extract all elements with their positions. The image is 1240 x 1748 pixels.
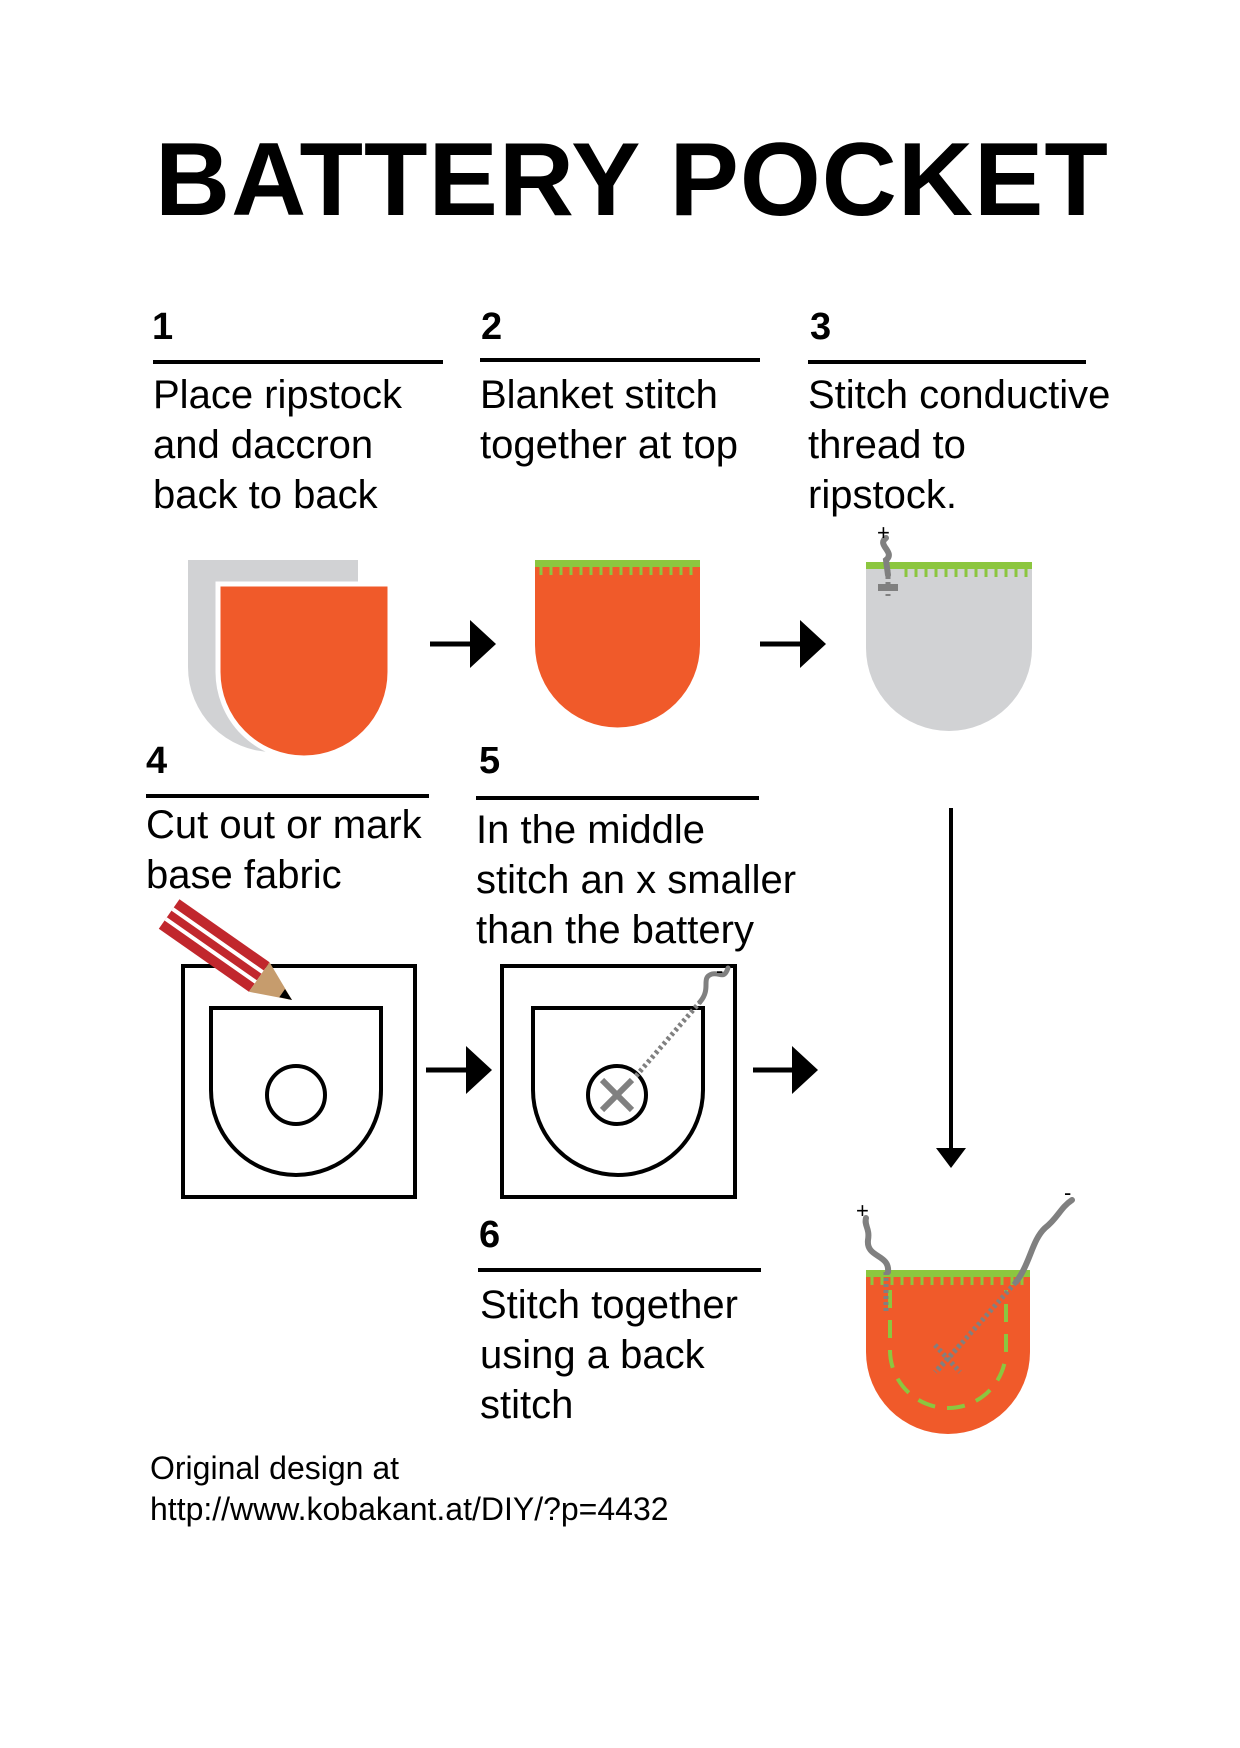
blanket-stitch	[866, 562, 1032, 569]
arrow-right-icon	[426, 1046, 492, 1094]
blanket-stitch-ticks	[904, 569, 1028, 577]
step-5-divider	[476, 796, 759, 800]
step-6-divider	[478, 1268, 761, 1272]
step-4-number: 4	[146, 740, 168, 782]
step-5-text: In the middle stitch an x smaller than t…	[476, 808, 797, 952]
base-fabric-square	[500, 964, 737, 1199]
minus-mark: -	[1064, 1180, 1071, 1205]
step-2-divider	[480, 358, 760, 362]
step-4-divider	[146, 794, 429, 798]
pocket-icon	[209, 1006, 383, 1177]
step-6-number: 6	[479, 1214, 501, 1256]
base-fabric-square	[181, 964, 417, 1199]
blanket-stitch-ticks	[539, 567, 693, 575]
conductive-thread	[634, 1000, 702, 1078]
pocket-icon	[531, 1006, 705, 1177]
footer-line-1: Original design at	[150, 1450, 400, 1486]
pencil-icon	[158, 899, 292, 1000]
step-3-pocket: +	[866, 520, 1032, 731]
step-1-pocket-layers	[188, 560, 393, 761]
footer-url[interactable]: http://www.kobakant.at/DIY/?p=4432	[150, 1491, 669, 1527]
battery-circle	[586, 1064, 648, 1126]
conductive-thread-tail	[697, 965, 731, 1005]
conductive-thread-minus	[1013, 1197, 1075, 1285]
step-3-number: 3	[810, 306, 832, 348]
daccron-pocket	[866, 562, 1032, 731]
page-title: BATTERY POCKET	[155, 122, 1109, 238]
step-4-text: Cut out or mark base fabric	[146, 803, 422, 897]
step-1-number: 1	[152, 306, 174, 348]
step-3-text: Stitch conductive thread to ripstock.	[808, 373, 1111, 517]
ripstock-pocket	[535, 560, 700, 728]
step-3-divider	[808, 360, 1086, 364]
arrow-right-icon	[753, 1046, 818, 1094]
step-5-number: 5	[479, 740, 501, 782]
step-2-text: Blanket stitch together at top	[480, 373, 738, 467]
finished-pocket: + -	[856, 1180, 1075, 1434]
step-2-number: 2	[481, 306, 503, 348]
step-1-text: Place ripstock and daccron back to back	[153, 373, 402, 517]
step-6-text: Stitch together using a back stitch	[480, 1283, 738, 1427]
blanket-stitch	[866, 1270, 1030, 1277]
footer-credit: Original design at http://www.kobakant.a…	[150, 1448, 669, 1530]
minus-mark: -	[716, 958, 723, 983]
conductive-thread-knot	[878, 584, 898, 591]
x-stitch	[599, 1077, 635, 1113]
plus-mark: +	[877, 520, 890, 545]
arrow-down-icon	[936, 808, 966, 1168]
arrow-right-icon	[430, 620, 496, 668]
conductive-thread	[880, 535, 892, 578]
arrow-right-icon	[760, 620, 826, 668]
step-5-base-fabric: -	[500, 958, 737, 1199]
ripstock-layer	[215, 581, 393, 761]
step-4-base-fabric	[158, 899, 417, 1199]
blanket-stitch	[535, 560, 700, 567]
battery-circle	[265, 1064, 327, 1126]
step-1-divider	[153, 360, 443, 364]
conductive-thread-plus	[862, 1215, 891, 1275]
step-2-pocket	[535, 560, 700, 728]
back-stitch	[888, 1290, 1008, 1410]
plus-mark: +	[856, 1198, 869, 1223]
x-stitch	[933, 1343, 962, 1374]
